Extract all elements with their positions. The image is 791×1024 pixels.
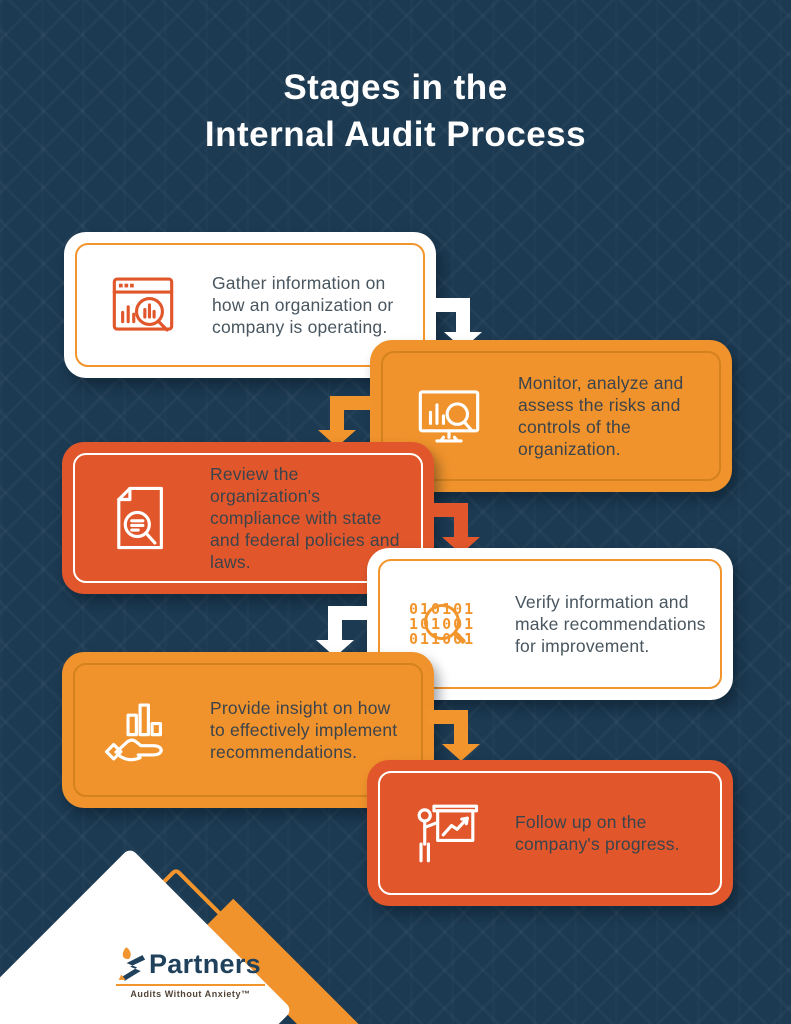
arrow-stem (454, 710, 468, 746)
arrow-stem (330, 396, 344, 432)
document-magnifier-icon (104, 481, 178, 555)
magnifier-lens (424, 604, 460, 640)
stage-text: Provide insight on how to effectively im… (210, 698, 398, 762)
arrow-stem (456, 298, 470, 334)
stage-text: Monitor, analyze and assess the risks an… (518, 373, 684, 459)
arrow-stem (454, 503, 468, 539)
arrow-head (442, 744, 480, 761)
stage-text: Verify information and make recommendati… (515, 592, 706, 656)
page-title: Stages in the Internal Audit Process (0, 64, 791, 158)
presenter-chart-icon (409, 796, 483, 870)
is-partners-logo: Partners Audits Without Anxiety™ (116, 946, 265, 999)
browser-analytics-magnifier-icon (106, 268, 180, 342)
stage-text: Review the organization's compliance wit… (210, 464, 400, 572)
stage-text: Gather information on how an organizatio… (212, 273, 394, 337)
stage-card-6: Follow up on the company's progress. (367, 760, 733, 906)
stage-text: Follow up on the company's progress. (515, 812, 680, 854)
title-line-1: Stages in the (283, 68, 508, 107)
arrow-stem (328, 606, 342, 642)
stage-card-1: Gather information on how an organizatio… (64, 232, 436, 378)
binary-code-magnifier-icon: 010101 101001 011001 (409, 587, 483, 661)
logo-lockup: Partners (116, 946, 265, 986)
logo-brand-text: Partners (149, 948, 261, 979)
logo-tagline: Audits Without Anxiety™ (130, 989, 251, 999)
title-line-2: Internal Audit Process (204, 115, 587, 154)
hand-holding-bars-icon (104, 693, 178, 767)
is-logo-mark-icon (118, 947, 146, 981)
monitor-chart-magnifier-icon (412, 379, 486, 453)
